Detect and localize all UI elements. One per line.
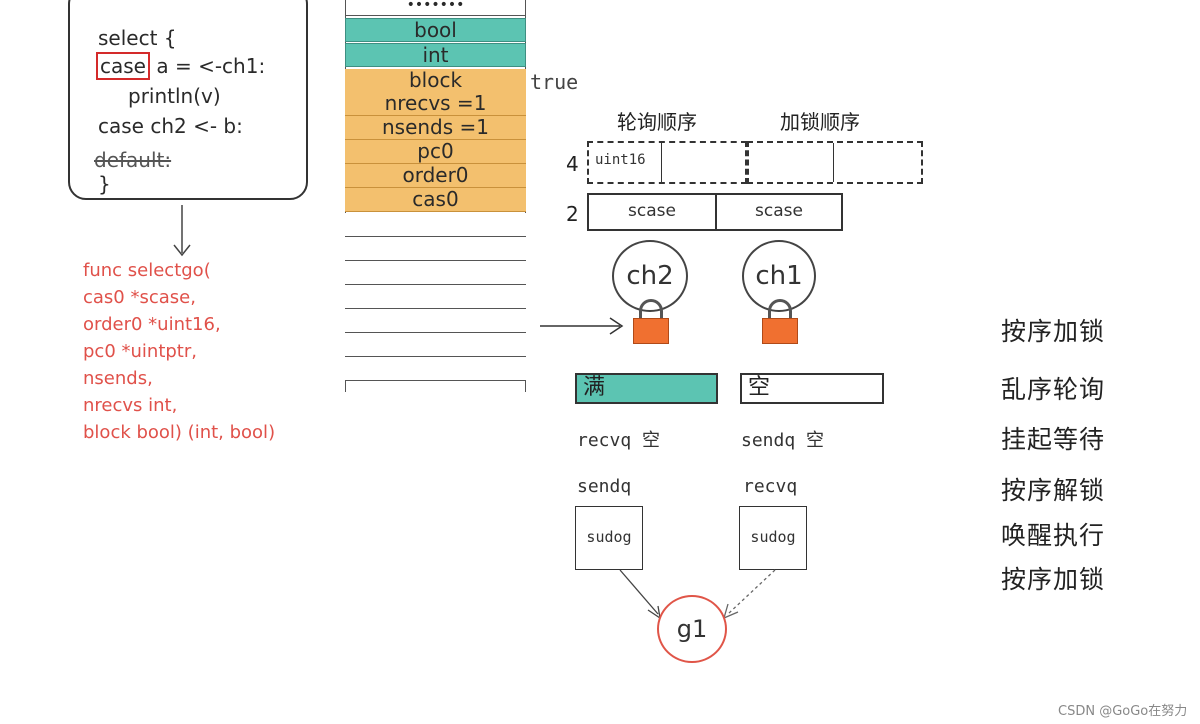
step-item: 唤醒执行: [1001, 521, 1106, 550]
code-line-close: }: [98, 172, 111, 196]
poll-order-array: uint16: [587, 141, 747, 184]
step-item: 按序加锁: [1001, 317, 1106, 346]
ch1-recvq-label: recvq: [743, 476, 798, 497]
stack-cell-empty: [345, 285, 526, 309]
stack-cell-order0: order0: [345, 164, 526, 188]
func-line: pc0 *uintptr,: [83, 341, 197, 362]
stack-cell-bool: bool: [345, 18, 526, 42]
stack-cell-nsends: nsends =1: [345, 116, 526, 140]
sudog-box: sudog: [739, 506, 807, 570]
uint16-label: uint16: [595, 152, 646, 168]
step-item: 按序解锁: [1001, 476, 1106, 505]
size-4-label: 4: [566, 152, 579, 176]
stack-cell-cas0: cas0: [345, 188, 526, 212]
lock-order-label: 加锁顺序: [780, 110, 860, 134]
down-arrow-icon: [173, 205, 191, 257]
stack-cell-empty: [345, 357, 526, 381]
stack-dots: •••••••: [345, 0, 526, 16]
func-line: block bool) (int, bool): [83, 422, 276, 443]
ch1-sendq-label: sendq 空: [741, 430, 825, 451]
watermark: CSDN @GoGo在努力: [1058, 704, 1188, 719]
size-2-label: 2: [566, 202, 579, 226]
right-arrow-icon: [540, 317, 624, 335]
func-line: nsends,: [83, 368, 153, 389]
func-line: order0 *uint16,: [83, 314, 221, 335]
block-true-label: true: [530, 70, 579, 94]
stack-cell-empty: [345, 237, 526, 261]
stack-cell-empty: [345, 333, 526, 357]
lock-shackle: [768, 299, 792, 319]
ch2-recvq-label: recvq 空: [577, 430, 661, 451]
code-line-case1: case a = <-ch1:: [96, 52, 266, 80]
lock-shackle: [639, 299, 663, 319]
func-line: cas0 *scase,: [83, 287, 196, 308]
code-line-case2: case ch2 <- b:: [98, 114, 243, 138]
func-line: func selectgo(: [83, 260, 211, 281]
step-item: 挂起等待: [1001, 425, 1106, 454]
sudog-box: sudog: [575, 506, 643, 570]
poll-order-label: 轮询顺序: [617, 110, 697, 134]
stack-cell-empty: [345, 309, 526, 333]
step-item: 按序加锁: [1001, 565, 1106, 594]
stack-frame: ••••••• bool int block nrecvs =1 nsends …: [345, 0, 526, 392]
stack-cell-empty: [345, 213, 526, 237]
lock-icon: [762, 318, 798, 344]
case-keyword-highlight: case: [96, 52, 150, 80]
ch2-sendq-label: sendq: [577, 476, 632, 497]
stack-cell-int: int: [345, 43, 526, 67]
stack-cell-pc0: pc0: [345, 140, 526, 164]
code-line-println: println(v): [128, 84, 221, 108]
stack-cell-nrecvs: nrecvs =1: [345, 92, 526, 116]
ch1-buffer-empty: 空: [740, 373, 884, 404]
select-code-card: select { case a = <-ch1: println(v) case…: [68, 0, 308, 200]
lock-icon: [633, 318, 669, 344]
code-case1-rest: a = <-ch1:: [149, 54, 266, 78]
stack-cell-empty: [345, 261, 526, 285]
code-line-select: select {: [98, 26, 177, 50]
step-item: 乱序轮询: [1001, 375, 1106, 404]
func-line: nrecvs int,: [83, 395, 178, 416]
scase-cell: scase: [715, 193, 843, 231]
stack-cell-block: block: [345, 69, 526, 93]
scase-cell: scase: [587, 193, 717, 231]
lock-order-array: [747, 141, 923, 184]
code-line-default: default:: [94, 148, 172, 172]
goroutine-g1: g1: [657, 595, 727, 663]
ch2-buffer-full: 满: [575, 373, 718, 404]
